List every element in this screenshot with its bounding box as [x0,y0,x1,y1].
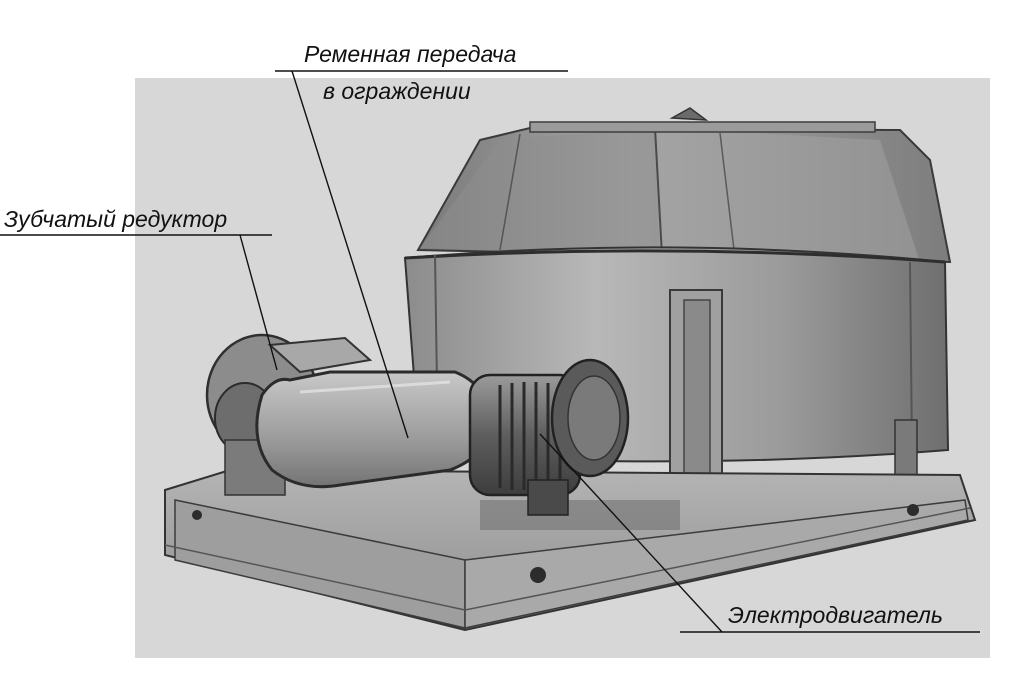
belt-guard-body [255,370,492,489]
mixer-cover [416,107,952,264]
gear-reducer-leader-line [239,234,278,371]
belt-drive-label-line-2: в ограждении [323,78,471,104]
gear-reducer-label: Зубчатый редуктор [4,206,228,232]
belt-drive-leader-line [291,70,409,439]
belt-drive-label-line-1: Ременная передача [304,41,517,67]
base-frame [164,468,977,632]
electric-motor-body [468,358,630,516]
electric-motor-label: Электродвигатель [728,602,943,628]
electric-motor-leader-line [539,433,723,633]
